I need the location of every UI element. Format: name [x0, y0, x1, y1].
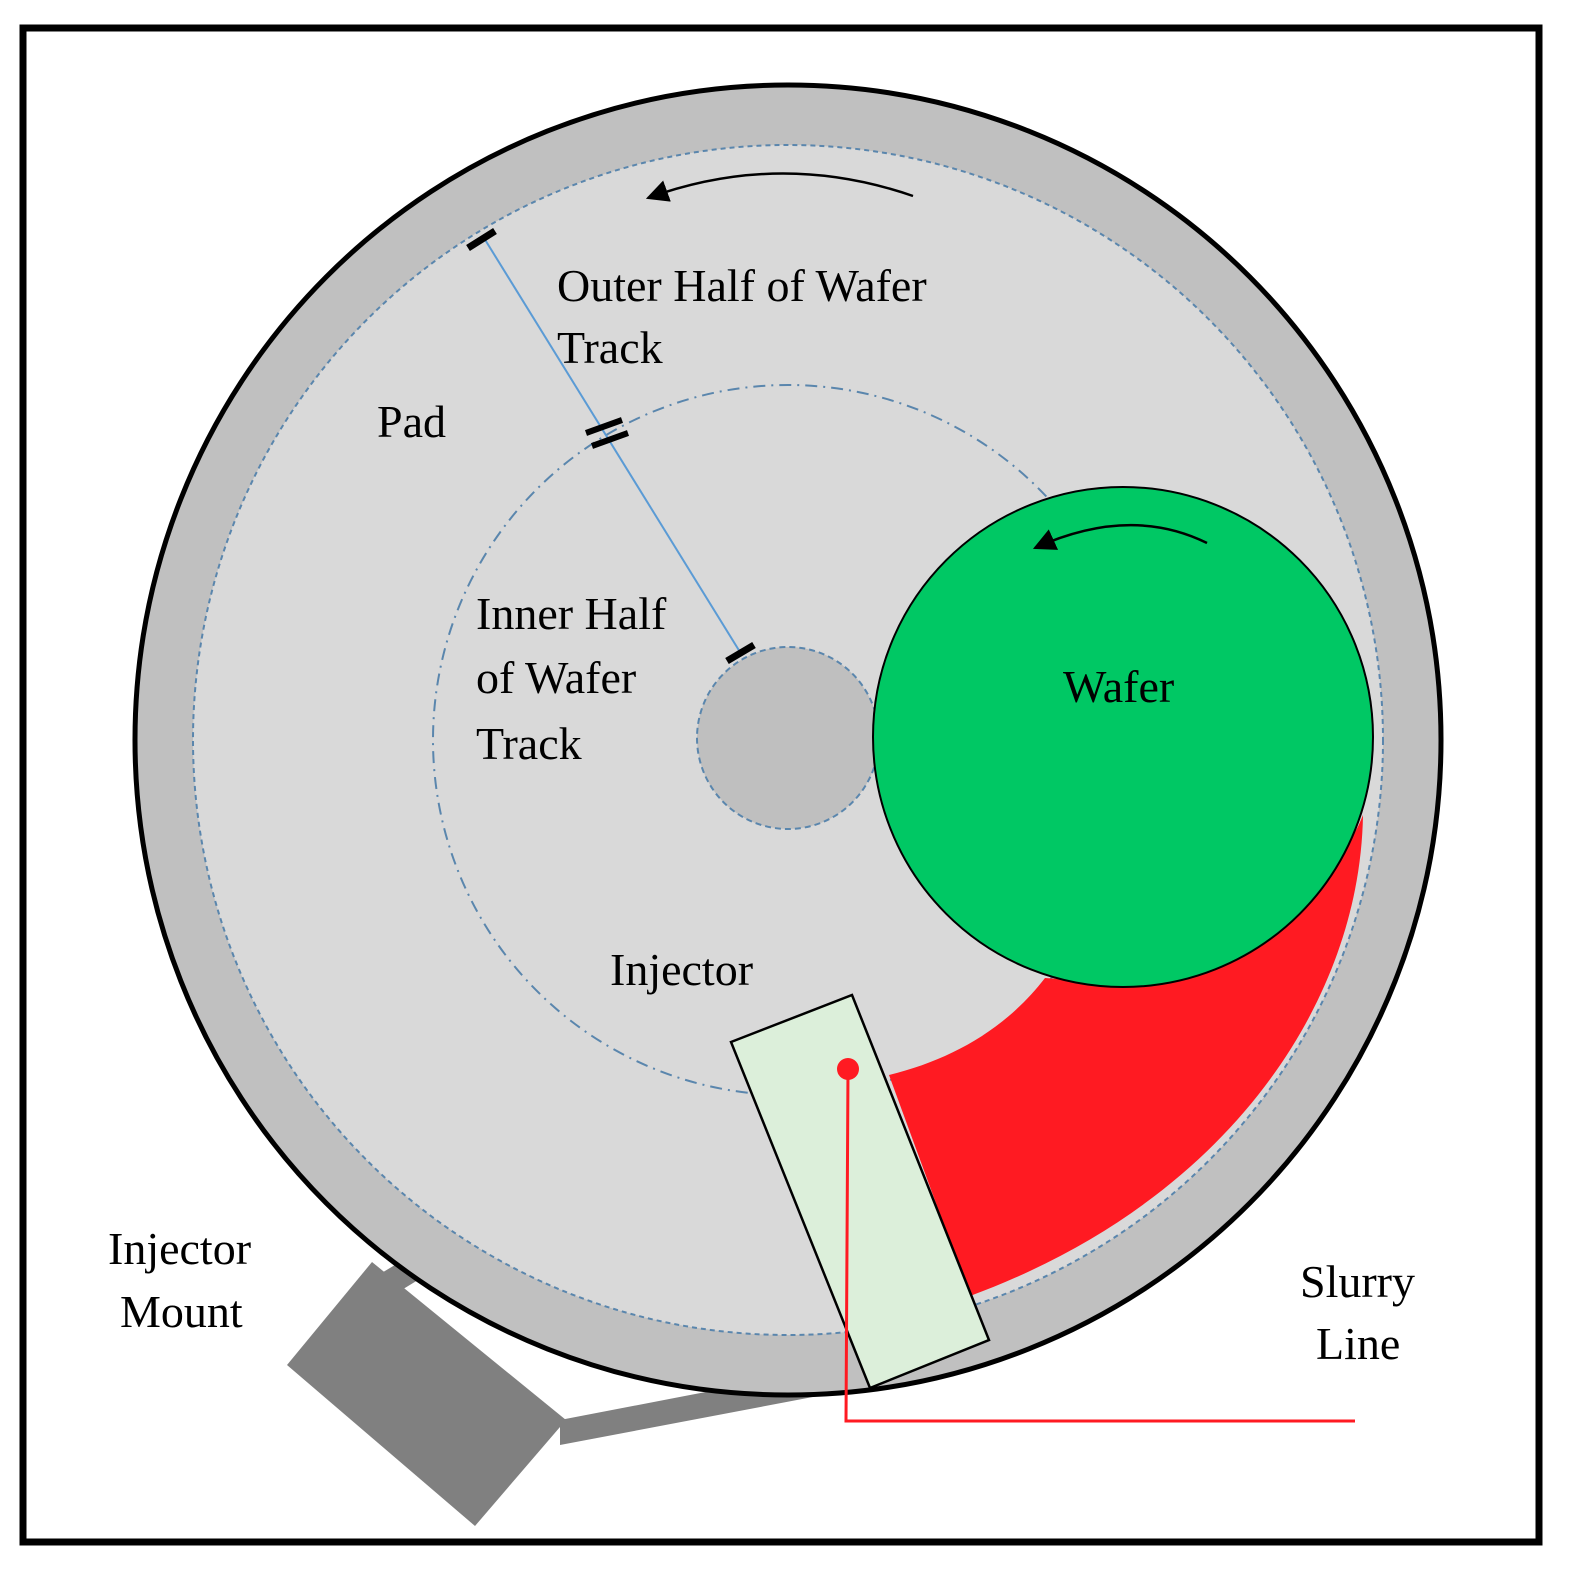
- injector-body[interactable]: [729, 993, 991, 1390]
- slurry-line-label-line2: Line: [1316, 1318, 1400, 1369]
- pad-label: Pad: [377, 396, 446, 447]
- hub-edge-tick: [725, 641, 756, 665]
- radius-line: [483, 237, 741, 653]
- center-hub: [696, 646, 880, 830]
- mid-track-tick-2: [590, 430, 630, 449]
- slurry-line: [844, 1069, 1355, 1423]
- pad-rotation-arrow: [645, 172, 914, 202]
- injector-mount-label-line1: Injector: [108, 1223, 251, 1274]
- slurry-line-label-line1: Slurry: [1300, 1256, 1415, 1307]
- injector-label: Injector: [610, 944, 753, 995]
- injector-mount-label-line2: Mount: [120, 1286, 243, 1337]
- inner-track-label-line2: of Wafer: [476, 652, 636, 703]
- inner-track-label-line1: Inner Half: [476, 588, 667, 639]
- mid-track-tick-1: [584, 417, 624, 436]
- injector-mount-base: [287, 1262, 566, 1526]
- outer-edge-tick: [466, 228, 497, 251]
- outer-track-label-line1: Outer Half of Wafer: [557, 260, 927, 311]
- slurry-film: [889, 815, 1363, 1296]
- slurry-outlet-dot: [837, 1058, 859, 1080]
- wafer-rotation-arrow: [1032, 524, 1208, 550]
- outer-track-guide: [192, 144, 1384, 1336]
- inner-track-label-line3: Track: [476, 718, 582, 769]
- outer-track-label-line2: Track: [557, 322, 663, 373]
- wafer-label: Wafer: [1063, 661, 1174, 712]
- wafer[interactable]: [872, 486, 1374, 988]
